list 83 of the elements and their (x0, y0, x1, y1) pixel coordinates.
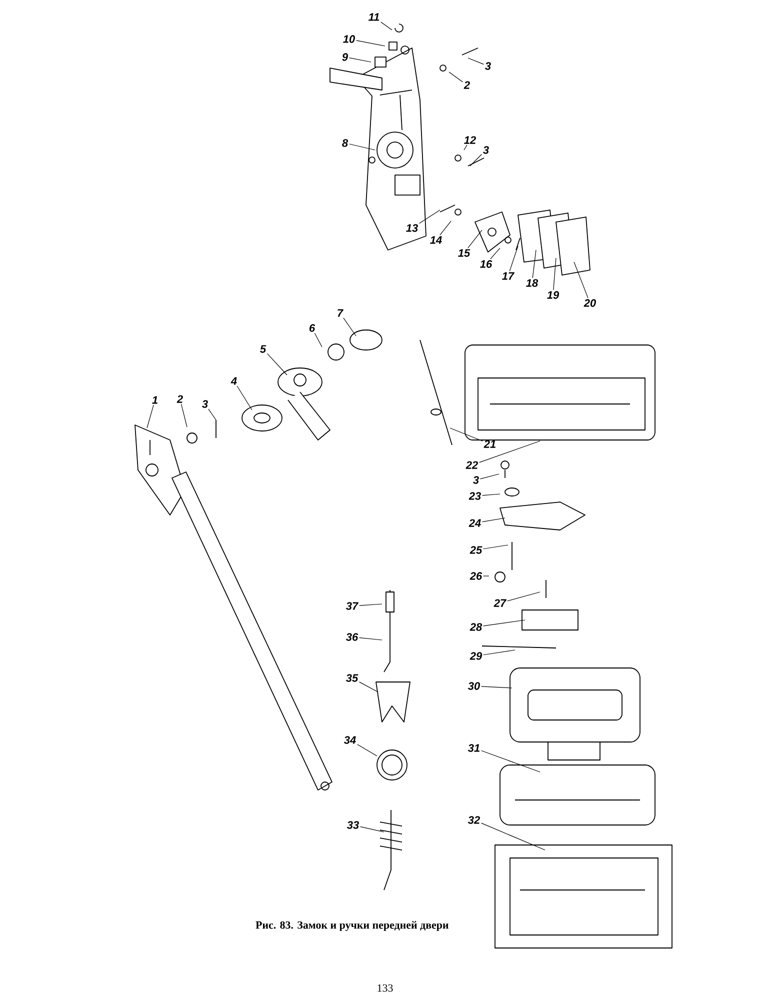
callout-number: 4 (230, 377, 237, 385)
callout-number: 5 (260, 345, 266, 353)
leader-line (356, 40, 386, 46)
callout-number: 19 (547, 291, 560, 299)
leader-line (358, 637, 382, 640)
leader-line (468, 230, 482, 248)
leader-line (146, 404, 154, 428)
callout-number: 28 (470, 623, 482, 631)
callout-number: 12 (464, 136, 476, 144)
page-number: 133 (378, 984, 393, 992)
callout-number: 34 (344, 736, 356, 744)
leader-line (450, 428, 483, 442)
leader-line (481, 822, 546, 850)
callout-number: 32 (468, 816, 480, 824)
leader-line (348, 58, 372, 62)
callout-number: 1 (152, 396, 158, 404)
callout-number: 33 (346, 821, 359, 829)
leader-line (483, 620, 526, 626)
leader-line (479, 440, 540, 463)
callout-number: 10 (343, 35, 355, 43)
leader-line (343, 318, 356, 336)
callout-number: 17 (502, 272, 514, 280)
leader-line (481, 686, 512, 688)
leader-line (356, 744, 378, 756)
callout-number: 15 (458, 249, 470, 257)
callout-number: 20 (584, 299, 596, 307)
callout-number: 16 (480, 260, 492, 268)
callout-number: 29 (470, 652, 482, 660)
leader-line (348, 144, 376, 150)
leader-line (507, 592, 540, 602)
callout-number: 25 (470, 546, 482, 554)
leader-line (553, 258, 556, 290)
callout-number: 36 (346, 633, 358, 641)
leader-line (358, 682, 378, 692)
callout-number: 18 (526, 279, 538, 287)
leader-line (482, 518, 506, 522)
callout-number: 35 (346, 674, 358, 682)
callout-number: 11 (368, 13, 380, 21)
callout-number: 21 (484, 440, 496, 448)
leader-line (532, 250, 536, 278)
callout-number: 22 (466, 461, 478, 469)
callout-number: 26 (470, 572, 482, 580)
callout-number: 3 (473, 476, 479, 484)
leader-line (490, 248, 500, 260)
leader-line (468, 58, 484, 65)
figure-caption: Рис. 83. Замок и ручки передней двери (256, 921, 448, 931)
leader-line (483, 544, 508, 550)
callout-number: 9 (342, 53, 348, 61)
callout-number: 2 (464, 81, 470, 89)
leader-line (418, 210, 440, 224)
callout-number: 30 (468, 682, 480, 690)
callout-number: 24 (468, 519, 481, 527)
leader-line (509, 246, 518, 272)
leader-line (236, 386, 252, 410)
leader-line (208, 408, 216, 420)
callout-number: 31 (468, 744, 480, 752)
callout-number: 8 (342, 139, 348, 147)
callout-number: 7 (338, 309, 344, 317)
callout-number: 27 (494, 599, 506, 607)
leader-line (360, 826, 384, 832)
leader-line (480, 474, 500, 480)
callout-number: 6 (309, 324, 316, 332)
leader-line (464, 144, 468, 150)
leader-line (574, 262, 588, 298)
leader-line (448, 72, 464, 82)
leader-line (440, 220, 452, 236)
callout-number: 37 (346, 602, 358, 610)
leader-line (481, 750, 540, 772)
leader-line (180, 404, 188, 428)
callout-number: 3 (483, 146, 489, 154)
leader-line (482, 494, 500, 496)
leader-line (380, 22, 392, 30)
callout-number: 3 (485, 62, 491, 70)
leader-line (314, 332, 322, 348)
leader-line (358, 604, 382, 606)
leader-line (483, 650, 516, 656)
callout-number: 23 (468, 492, 481, 500)
callout-number: 3 (202, 400, 208, 408)
leader-line (470, 154, 482, 166)
callout-number: 14 (430, 236, 442, 244)
callout-number: 13 (406, 224, 418, 232)
leader-line (266, 353, 288, 376)
callout-number: 2 (176, 395, 183, 403)
